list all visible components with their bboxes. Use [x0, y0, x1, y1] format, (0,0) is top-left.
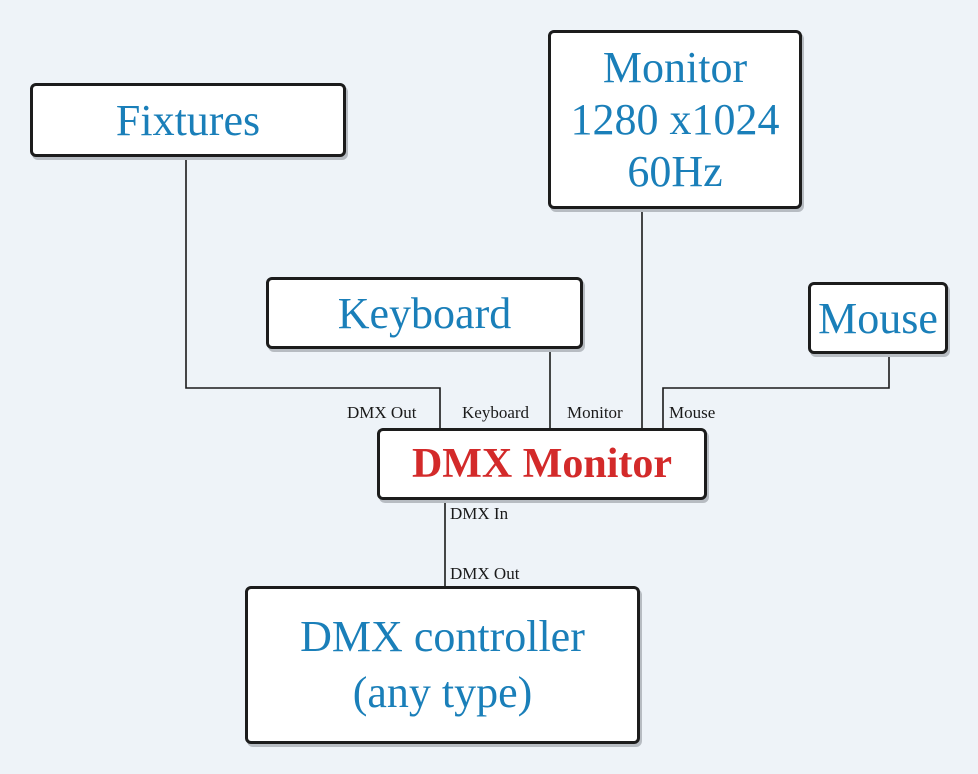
dmx-controller-node: DMX controller (any type) [245, 586, 640, 744]
keyboard-label: Keyboard [337, 288, 512, 338]
monitor-label: Monitor [602, 42, 748, 92]
port-controller-dmx-out-label: DMX Out [450, 564, 520, 583]
port-monitor-label: Monitor [567, 403, 623, 422]
wire-mouse [662, 354, 890, 428]
dmx-monitor-node: DMX Monitor [377, 428, 707, 500]
port-dmx-out-label: DMX Out [347, 403, 417, 422]
monitor-node: Monitor 1280 x1024 60Hz [548, 30, 802, 209]
monitor-refresh-rate: 60Hz [627, 146, 723, 196]
mouse-node: Mouse [808, 282, 948, 354]
port-mouse-label: Mouse [669, 403, 716, 422]
fixtures-node: Fixtures [30, 83, 346, 157]
controller-type: (any type) [352, 668, 533, 717]
mouse-label: Mouse [818, 293, 938, 343]
dmx-monitor-label: DMX Monitor [411, 441, 673, 487]
port-dmx-in-label: DMX In [450, 504, 509, 523]
port-keyboard-label: Keyboard [462, 403, 530, 422]
monitor-resolution: 1280 x1024 [570, 94, 780, 144]
wire-fixtures [185, 157, 441, 428]
keyboard-node: Keyboard [266, 277, 583, 349]
controller-label: DMX controller [300, 612, 585, 661]
fixtures-label: Fixtures [115, 95, 261, 145]
